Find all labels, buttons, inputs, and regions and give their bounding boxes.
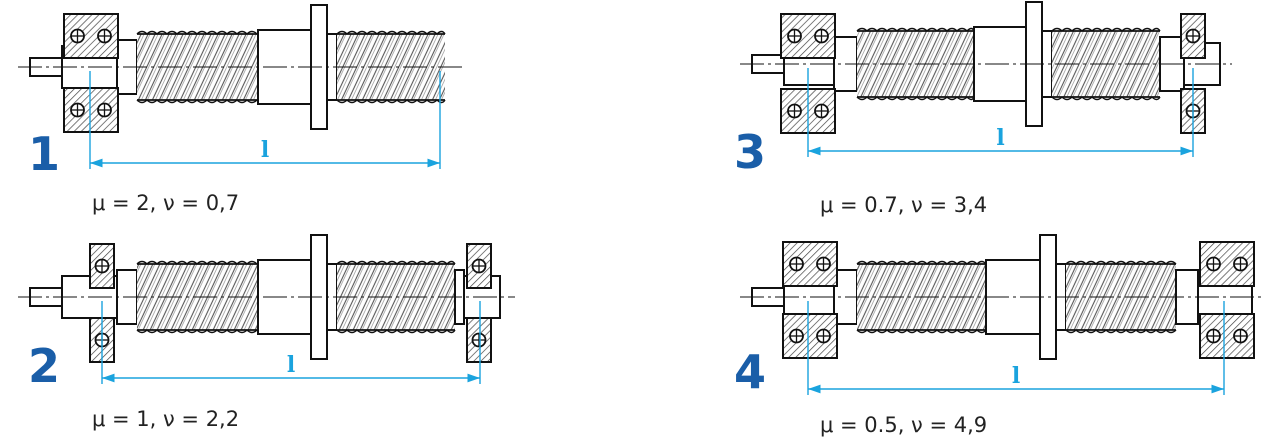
bearing-left-bottom bbox=[63, 87, 119, 133]
configuration-number: 1 bbox=[28, 127, 60, 181]
bearing-right-top bbox=[1180, 13, 1206, 59]
configuration-4: l 4 μ = 0.5, ν = 4,9 bbox=[734, 234, 1262, 437]
bearing-right-bottom bbox=[466, 317, 492, 363]
formula-text: μ = 1, ν = 2,2 bbox=[92, 407, 239, 431]
dimension-label: l bbox=[1012, 363, 1020, 389]
configuration-2: l 2 μ = 1, ν = 2,2 bbox=[18, 234, 515, 431]
formula-text: μ = 2, ν = 0,7 bbox=[92, 191, 239, 215]
dimension-label: l bbox=[996, 125, 1004, 151]
bearing-left-top bbox=[63, 13, 119, 59]
formula-text: μ = 0.7, ν = 3,4 bbox=[820, 193, 987, 217]
bearing-right-bottom bbox=[1199, 313, 1255, 359]
configuration-number: 2 bbox=[28, 339, 60, 393]
bearing-left-top bbox=[89, 243, 115, 289]
bearing-right-top bbox=[466, 243, 492, 289]
configuration-3: l 3 μ = 0.7, ν = 3,4 bbox=[734, 1, 1232, 217]
configuration-1: l 1 μ = 2, ν = 0,7 bbox=[18, 4, 462, 215]
formula-text: μ = 0.5, ν = 4,9 bbox=[820, 413, 987, 437]
bearing-left-bottom bbox=[782, 313, 838, 359]
bearing-right-top bbox=[1199, 241, 1255, 287]
dimension-label: l bbox=[287, 352, 295, 378]
bearing-left-top bbox=[780, 13, 836, 59]
dimension-label: l bbox=[261, 137, 269, 163]
configuration-number: 4 bbox=[734, 345, 766, 399]
bearing-left-top bbox=[782, 241, 838, 287]
configuration-number: 3 bbox=[734, 125, 766, 179]
